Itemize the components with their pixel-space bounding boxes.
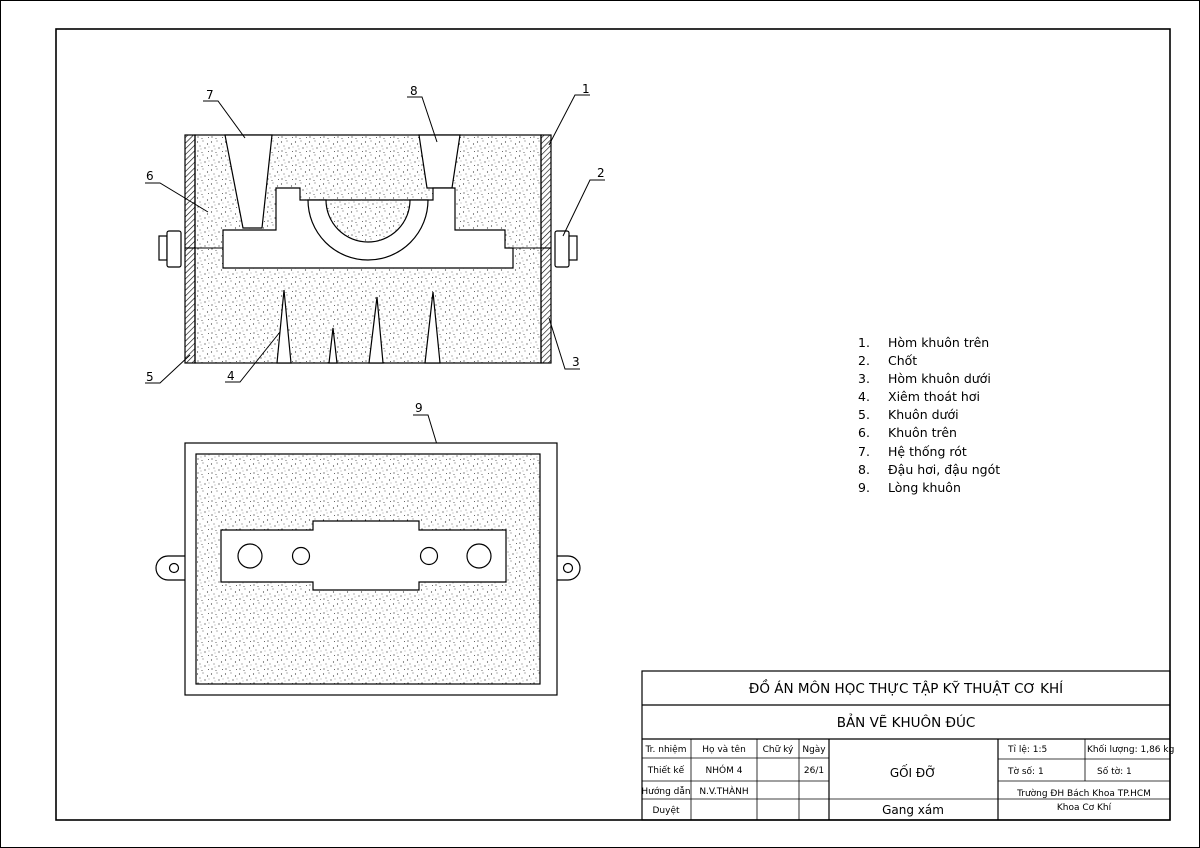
row-role-2: Hướng dẫn	[641, 786, 690, 797]
callout-5: 5	[146, 370, 154, 384]
legend-text-9: Lòng khuôn	[888, 480, 961, 495]
bolt-hole-1	[237, 543, 263, 569]
flask-wall-left	[184, 134, 196, 364]
legend-num-4: 4.	[858, 389, 870, 404]
bolt-hole-4	[466, 543, 492, 569]
callout-1: 1	[582, 82, 590, 96]
legend-text-6: Khuôn trên	[888, 425, 957, 440]
bolt-hole-2	[291, 546, 311, 566]
legend-text-4: Xiêm thoát hơi	[888, 389, 980, 404]
legend-num-1: 1.	[858, 335, 870, 350]
legend-text-1: Hòm khuôn trên	[888, 335, 989, 350]
bolt-hole-3	[419, 546, 439, 566]
drawing-title: BẢN VẼ KHUÔN ĐÚC	[837, 713, 976, 731]
hdr-name: Họ và tên	[702, 744, 746, 755]
cavity-plan	[220, 520, 507, 591]
sheet-count: Số tờ: 1	[1097, 766, 1132, 777]
hdr-sign: Chữ ký	[763, 745, 794, 755]
parts-legend: 1. Hòm khuôn trên 2. Chốt 3. Hòm khuôn d…	[858, 335, 1000, 495]
legend-text-7: Hệ thống rót	[888, 444, 967, 459]
callout-3: 3	[572, 355, 580, 369]
legend-text-5: Khuôn dưới	[888, 407, 959, 422]
legend-num-8: 8.	[858, 462, 870, 477]
row-name-2: N.V.THÀNH	[699, 785, 748, 797]
mass: Khối lượng: 1,86 kg	[1087, 744, 1174, 755]
project-title: ĐỒ ÁN MÔN HỌC THỰC TẬP KỸ THUẬT CƠ KHÍ	[749, 678, 1063, 697]
pin-left	[166, 230, 182, 268]
row-name-1: NHÓM 4	[706, 764, 743, 776]
hdr-date: Ngày	[802, 745, 826, 755]
callout-4: 4	[227, 369, 235, 383]
school: Trường ĐH Bách Khoa TP.HCM	[1016, 788, 1151, 799]
hdr-role: Tr. nhiệm	[645, 744, 687, 755]
sprue	[224, 134, 273, 229]
row-date-1: 26/1	[804, 766, 824, 776]
row-role-3: Duyệt	[652, 805, 679, 816]
callout-2: 2	[597, 166, 605, 180]
legend-text-3: Hòm khuôn dưới	[888, 371, 991, 386]
legend-num-7: 7.	[858, 444, 870, 459]
pin-head-right	[568, 235, 578, 261]
row-role-1: Thiết kế	[647, 765, 685, 776]
callout-8: 8	[410, 84, 418, 98]
callout-6: 6	[146, 169, 154, 183]
flask-wall-right	[540, 134, 552, 364]
pin-head-left	[158, 235, 168, 261]
scale: Tỉ lệ: 1:5	[1007, 744, 1047, 755]
legend-text-2: Chốt	[888, 353, 917, 368]
plan-view	[155, 442, 581, 696]
legend-num-9: 9.	[858, 480, 870, 495]
vent-3	[368, 296, 384, 364]
legend-num-6: 6.	[858, 425, 870, 440]
legend-text-8: Đậu hơi, đậu ngót	[888, 462, 1000, 477]
section-view	[158, 134, 578, 364]
callout-9: 9	[415, 401, 423, 415]
vent-1	[276, 289, 292, 364]
legend-num-5: 5.	[858, 407, 870, 422]
vent-4	[424, 291, 441, 364]
callout-labels: 7 8 1 2 6 5 4 3 9	[146, 82, 605, 415]
vent-2	[328, 327, 338, 364]
sheet-number: Tờ số: 1	[1007, 766, 1044, 777]
faculty: Khoa Cơ Khí	[1057, 803, 1112, 813]
title-block: ĐỒ ÁN MÔN HỌC THỰC TẬP KỸ THUẬT CƠ KHÍ B…	[641, 670, 1174, 821]
material: Gang xám	[882, 803, 944, 817]
callout-7: 7	[206, 88, 214, 102]
part-name: GỐI ĐỠ	[890, 764, 936, 780]
legend-num-3: 3.	[858, 371, 870, 386]
legend-num-2: 2.	[858, 353, 870, 368]
pin-right	[554, 230, 570, 268]
drawing-frame	[55, 28, 1171, 821]
